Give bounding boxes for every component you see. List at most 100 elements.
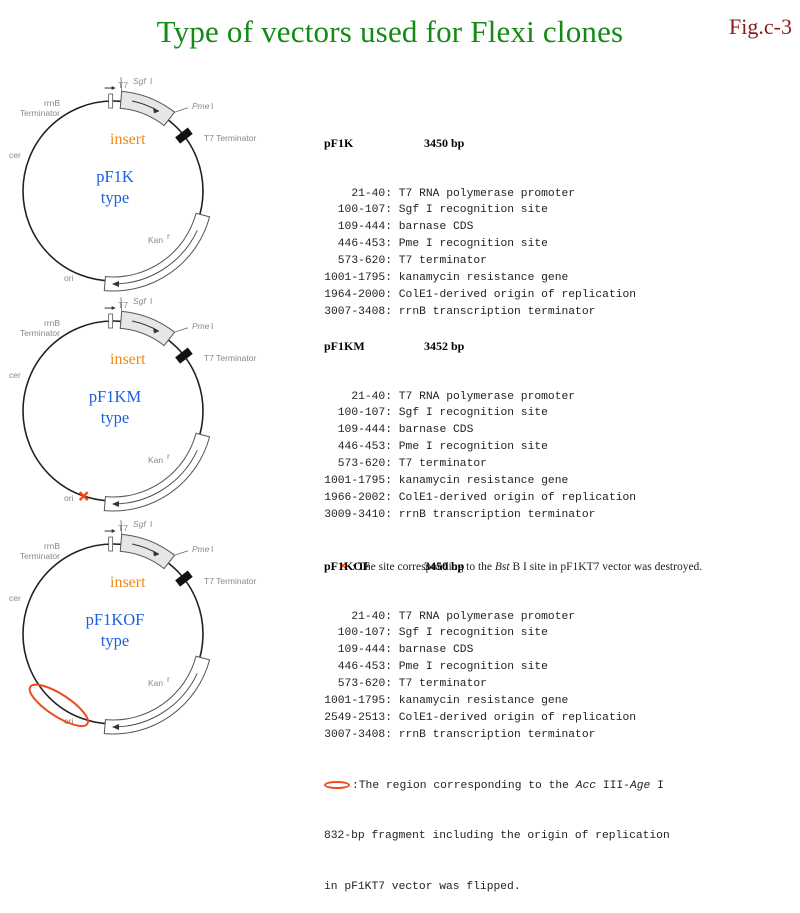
cer-label: cer (9, 593, 21, 603)
insert-label: insert (110, 131, 146, 148)
feature-description: rrnB transcription terminator (398, 508, 596, 521)
feature-description: kanamycin resistance gene (398, 272, 569, 285)
feature-row: 1966-2002: ColE1-derived origin of repli… (324, 490, 702, 507)
cross-marker-icon: × (339, 557, 347, 573)
note-text: :The region corresponding to the (352, 779, 576, 792)
note-italic: Bst (494, 560, 510, 573)
sgf-suffix: I (150, 76, 152, 86)
sgf-suffix: I (150, 519, 152, 529)
feature-row: 573-620: T7 terminator (324, 253, 636, 270)
kanr-arrow-head (112, 501, 119, 507)
feature-description: ColE1-derived origin of replication (398, 288, 637, 301)
ori-label: ori (64, 493, 74, 503)
pme-site-tick (174, 327, 189, 333)
feature-row: 573-620: T7 terminator (324, 676, 670, 693)
feature-range: 573-620: (337, 458, 392, 471)
kanr-superscript: r (167, 451, 170, 461)
sgf-label: Sgf (133, 296, 147, 306)
destroyed-site-cross-icon (78, 491, 89, 501)
vector-size: 3450 bp (424, 135, 465, 150)
feature-description: Sgf I recognition site (398, 407, 548, 420)
sgf-site-tick (120, 520, 123, 535)
t7-arrow-head (111, 529, 116, 534)
note-italic: Age (629, 779, 651, 792)
sgf-label: Sgf (133, 519, 147, 529)
insert-region (119, 310, 176, 347)
page-title: Type of vectors used for Flexi clones (0, 14, 800, 50)
kanr-label: Kan (148, 235, 163, 245)
feature-range: 109-444: (337, 424, 392, 437)
feature-range: 1001-1795: (324, 272, 392, 285)
note-text: B I site in pF1KT7 vector was destroyed. (509, 560, 703, 573)
insert-arrow (131, 100, 160, 112)
note-text: I (650, 779, 664, 792)
t7-terminator-block (175, 127, 193, 144)
feature-row: 109-444: barnase CDS (324, 422, 702, 439)
kanr-label: Kan (148, 455, 163, 465)
feature-row: 3007-3408: rrnB transcription terminator (324, 304, 636, 321)
ori-label: ori (64, 273, 74, 283)
sgf-suffix: I (150, 296, 152, 306)
feature-row: 1001-1795: kanamycin resistance gene (324, 270, 636, 287)
insert-region (119, 533, 176, 570)
insert-label: insert (110, 351, 146, 368)
vector-type-word: type (100, 188, 130, 207)
sgf-label: Sgf (133, 76, 147, 86)
t7-arrow-head (111, 86, 116, 91)
vector-note: ×: The site corresponding to the Bst B I… (324, 558, 702, 576)
kanr-arrow (112, 230, 198, 285)
insert-region (119, 90, 176, 127)
insert-arrow (131, 320, 160, 332)
note-italic: Acc (575, 779, 597, 792)
t7-terminator-block (175, 570, 193, 587)
feature-row: 446-453: Pme I recognition site (324, 236, 636, 253)
sgf-site-tick (120, 297, 123, 312)
feature-row: 3007-3408: rrnB transcription terminator (324, 727, 670, 744)
feature-description: T7 terminator (398, 255, 487, 268)
feature-range: 109-444: (337, 221, 392, 234)
feature-description: T7 RNA polymerase promoter (398, 390, 576, 403)
feature-range: 109-444: (337, 644, 392, 657)
t7-promoter-marker (108, 93, 114, 109)
pme-suffix: I (211, 101, 213, 111)
feature-row: 109-444: barnase CDS (324, 219, 636, 236)
t7-terminator-block (175, 347, 193, 364)
feature-description: ColE1-derived origin of replication (398, 711, 637, 724)
rrnb-label: rrnB (44, 318, 60, 328)
pme-site-tick (174, 550, 189, 556)
rrnb-terminator-label: Terminator (20, 328, 60, 338)
kanr-region (103, 432, 211, 512)
feature-description: Pme I recognition site (398, 441, 548, 454)
kanr-superscript: r (167, 231, 170, 241)
feature-description: barnase CDS (398, 644, 474, 657)
t7-label: T7 (118, 523, 128, 533)
vector-name: pF1KM (324, 338, 365, 353)
pme-site-tick (174, 107, 189, 113)
feature-row: 21-40: T7 RNA polymerase promoter (324, 609, 670, 626)
feature-range: 1001-1795: (324, 475, 392, 488)
feature-row: 21-40: T7 RNA polymerase promoter (324, 389, 702, 406)
feature-description: kanamycin resistance gene (398, 695, 569, 708)
feature-description: barnase CDS (398, 424, 474, 437)
rrnb-terminator-label: Terminator (20, 551, 60, 561)
feature-row: 446-453: Pme I recognition site (324, 439, 702, 456)
oval-marker-icon (324, 780, 350, 789)
insert-arrow-head (153, 327, 159, 334)
feature-description: Sgf I recognition site (398, 627, 548, 640)
insert-arrow (131, 543, 160, 555)
vector-type-word: type (100, 408, 130, 427)
feature-range: 446-453: (337, 441, 392, 454)
sgf-site-tick (120, 77, 123, 92)
feature-row: 100-107: Sgf I recognition site (324, 405, 702, 422)
feature-row: 573-620: T7 terminator (324, 456, 702, 473)
feature-description: kanamycin resistance gene (398, 475, 569, 488)
cer-label: cer (9, 150, 21, 160)
